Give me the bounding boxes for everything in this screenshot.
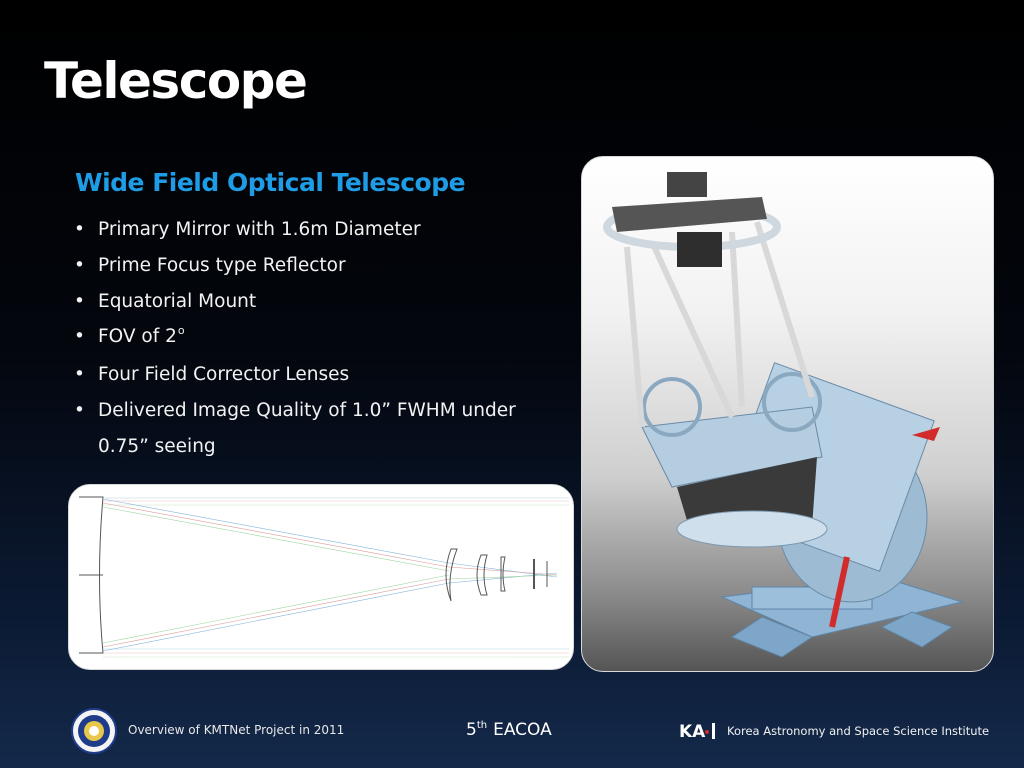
- telescope-illustration: [603, 172, 964, 658]
- footer-organization: KA Korea Astronomy and Space Science Ins…: [679, 720, 989, 742]
- slide-title: Telescope: [44, 52, 308, 110]
- bullet-text: Prime Focus type Reflector: [98, 254, 346, 276]
- footer-presentation-title: Overview of KMTNet Project in 2011: [128, 723, 345, 737]
- bullet-icon: •: [74, 219, 85, 240]
- organization-name: Korea Astronomy and Space Science Instit…: [727, 724, 990, 738]
- svg-text:KA: KA: [679, 722, 706, 742]
- bullet-icon: •: [74, 399, 85, 421]
- telescope-render-image: [581, 156, 994, 672]
- bullet-icon: •: [74, 290, 85, 312]
- kasi-wordmark-logo: KA: [679, 720, 719, 742]
- bullet-text: Equatorial Mount: [98, 290, 257, 312]
- mount-base-icon: [720, 576, 964, 658]
- bullet-item: • Delivered Image Quality of 1.0” FWHM u…: [72, 393, 516, 465]
- bullet-icon: •: [74, 254, 85, 276]
- ray-trace-svg: [79, 496, 569, 658]
- bullet-text-continuation: 0.75” seeing: [98, 435, 216, 457]
- bullet-text: Four Field Corrector Lenses: [98, 364, 350, 386]
- optical-layout-diagram: [68, 484, 574, 670]
- event-name: EACOA: [493, 720, 552, 740]
- bullet-item: • Four Field Corrector Lenses: [72, 357, 516, 393]
- kasi-seal-logo: [71, 708, 117, 754]
- event-number: 5: [466, 720, 477, 740]
- bullet-text: Delivered Image Quality of 1.0” FWHM und…: [98, 399, 516, 421]
- bullet-icon: •: [74, 364, 85, 386]
- bullet-item: • Equatorial Mount: [72, 284, 516, 320]
- bullet-item: • Prime Focus type Reflector: [72, 248, 516, 284]
- lens-1-icon: [445, 548, 458, 602]
- bullet-item: • Primary Mirror with 1.6m Diameter: [72, 212, 516, 248]
- lens-3-icon: [500, 556, 506, 592]
- bullet-item: • FOV of 2o: [72, 319, 516, 357]
- degree-superscript: o: [177, 324, 185, 338]
- bullet-list: • Primary Mirror with 1.6m Diameter • Pr…: [72, 212, 516, 465]
- footer-event: 5th EACOA: [466, 720, 552, 740]
- bullet-text: FOV of 2: [98, 326, 177, 348]
- slide-subtitle: Wide Field Optical Telescope: [75, 168, 466, 197]
- event-ordinal-suffix: th: [476, 720, 488, 731]
- primary-mirror-icon: [79, 496, 104, 654]
- lens-2-icon: [476, 554, 488, 596]
- bullet-icon: •: [74, 326, 85, 348]
- bullet-text: Primary Mirror with 1.6m Diameter: [98, 219, 421, 240]
